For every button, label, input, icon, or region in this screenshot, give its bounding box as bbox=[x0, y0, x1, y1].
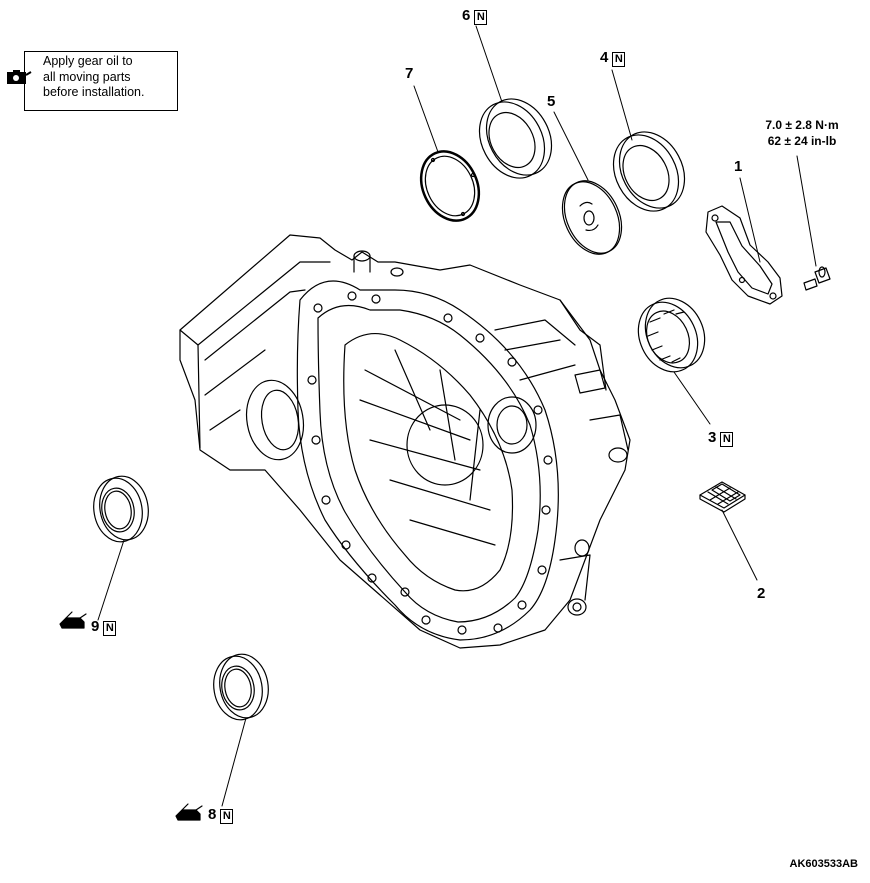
callout-1: 1 bbox=[734, 159, 742, 175]
part-1-plate bbox=[705, 205, 783, 305]
part-3-roller-bearing bbox=[637, 297, 706, 373]
callout-8-number: 8 bbox=[208, 806, 217, 823]
part-8-oil-seal bbox=[213, 653, 269, 721]
new-part-marker-4: N bbox=[612, 52, 626, 67]
callout-7-number: 7 bbox=[405, 65, 414, 82]
callout-9-number: 9 bbox=[91, 618, 100, 635]
callout-3-number: 3 bbox=[708, 429, 717, 446]
callout-2: 2 bbox=[757, 586, 765, 602]
torque-imperial: 62 ± 24 in-lb bbox=[767, 133, 837, 148]
legend-line-1: Apply gear oil to bbox=[43, 54, 133, 68]
new-part-marker-9: N bbox=[103, 621, 117, 636]
transaxle-case bbox=[179, 234, 631, 649]
document-code: AK603533AB bbox=[789, 858, 858, 870]
legend-text: Apply gear oil to all moving parts befor… bbox=[43, 54, 175, 101]
legend-line-3: before installation. bbox=[43, 85, 145, 99]
part-2-strainer bbox=[699, 481, 746, 513]
torque-metric: 7.0 ± 2.8 N·m bbox=[765, 118, 839, 132]
callout-5: 5 bbox=[547, 94, 555, 110]
part-9-oil-seal bbox=[93, 475, 149, 543]
callout-2-number: 2 bbox=[757, 585, 766, 602]
callout-5-number: 5 bbox=[547, 93, 556, 110]
oil-can-icon-8 bbox=[175, 803, 203, 821]
part-6-bearing-race bbox=[478, 98, 553, 179]
new-part-marker-3: N bbox=[720, 432, 734, 447]
new-part-marker-8: N bbox=[220, 809, 234, 824]
torque-spec: 7.0 ± 2.8 N·m 62 ± 24 in-lb bbox=[754, 118, 850, 149]
leader-lines bbox=[97, 25, 817, 807]
callout-7: 7 bbox=[405, 66, 413, 82]
gear-oil-can-icon bbox=[4, 66, 32, 88]
callout-1-number: 1 bbox=[734, 158, 743, 175]
new-part-marker-6: N bbox=[474, 10, 488, 25]
legend-line-2: all moving parts bbox=[43, 69, 131, 84]
flange-bolt-holes bbox=[307, 291, 553, 635]
callout-4-number: 4 bbox=[600, 49, 609, 66]
oil-can-icon-9 bbox=[59, 611, 87, 629]
bolt bbox=[803, 266, 831, 291]
part-7-seal-ring bbox=[419, 150, 481, 222]
part-4-bearing-race bbox=[612, 131, 686, 212]
callout-6-number: 6 bbox=[462, 7, 471, 24]
part-5-spacer bbox=[561, 180, 623, 255]
